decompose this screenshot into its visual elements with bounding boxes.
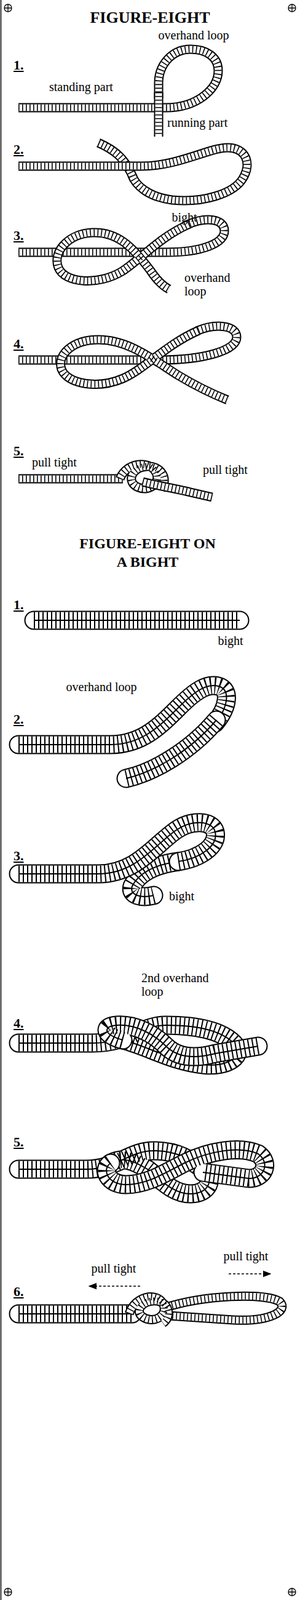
rope-drawing	[155, 92, 163, 137]
part-label: bight	[171, 210, 197, 224]
rope-drawing	[106, 1148, 265, 1184]
rope-drawing	[18, 147, 248, 201]
rope-drawing	[60, 330, 228, 400]
section-heading: FIGURE-EIGHT ON A BIGHT	[75, 533, 221, 571]
part-label: running part	[167, 115, 228, 130]
pull-arrows	[89, 1272, 271, 1285]
rope-figure-eight	[18, 49, 248, 497]
frame-line	[0, 0, 2, 1599]
rope-drawing	[98, 142, 135, 180]
loop-label: 2nd overhand loop	[141, 970, 216, 998]
rope-drawing	[288, 4, 296, 12]
rope-drawing	[18, 1303, 133, 1323]
rope-drawing	[288, 1586, 296, 1595]
part-label: bight	[217, 633, 243, 647]
rope-figure-eight-on-bight	[18, 619, 283, 1322]
corner-marks	[4, 4, 296, 1595]
rope-drawing	[154, 92, 164, 137]
rope-drawing	[164, 1294, 283, 1319]
rope-drawing	[60, 330, 228, 400]
rope-drawing	[142, 481, 213, 497]
rope-drawing	[33, 619, 240, 621]
rope-drawing	[106, 1148, 265, 1184]
rope-drawing	[129, 1295, 169, 1322]
rope-drawing	[18, 49, 219, 108]
rope-drawing	[18, 475, 123, 482]
part-label: bight	[169, 888, 195, 902]
rope-drawing	[228, 1271, 271, 1274]
rope-drawing	[98, 142, 135, 180]
rope-drawing	[18, 1311, 133, 1314]
step-number: 2.	[13, 711, 24, 726]
rope-drawing	[18, 147, 248, 201]
pull-label: pull tight	[31, 454, 77, 469]
rope-drawing	[18, 821, 216, 873]
rope-drawing	[126, 719, 217, 778]
rope-drawing	[288, 4, 296, 12]
pull-label: pull tight	[91, 1260, 137, 1274]
rope-drawing	[18, 49, 219, 108]
rope-drawing	[18, 821, 216, 873]
rope-drawing	[98, 142, 135, 180]
rope-drawing	[164, 1294, 283, 1319]
part-label: standing part	[49, 79, 114, 94]
rope-drawing	[33, 610, 240, 630]
step-number: 5.	[13, 443, 24, 458]
rope-drawing	[106, 1024, 259, 1056]
step-number: 4.	[13, 1015, 24, 1030]
rope-drawing	[18, 821, 216, 873]
rope-drawing	[4, 4, 12, 12]
rope-drawing	[155, 92, 163, 137]
rope-drawing	[89, 1284, 141, 1286]
rope-drawing	[164, 1294, 283, 1319]
rope-drawing	[57, 223, 190, 289]
rope-drawing	[18, 1304, 133, 1322]
loop-label: overhand loop	[184, 270, 246, 298]
rope-drawing	[106, 1148, 265, 1184]
title: FIGURE-EIGHT	[0, 8, 300, 28]
rope-drawing	[18, 821, 216, 873]
rope-drawing	[18, 147, 248, 201]
rope-drawing	[57, 223, 190, 289]
step-number: 5.	[13, 1134, 24, 1148]
rope-drawing	[4, 4, 12, 12]
step-number: 3.	[13, 848, 24, 862]
rope-drawing	[33, 611, 240, 629]
rope-drawing	[142, 481, 213, 497]
rope-drawing	[4, 1586, 12, 1595]
rope-drawing	[106, 1024, 259, 1056]
pull-label: pull tight	[223, 1247, 269, 1262]
rope-drawing	[60, 330, 228, 400]
step-number: 2.	[13, 142, 24, 157]
rope-drawing	[18, 1304, 133, 1322]
rope-drawing	[33, 611, 240, 629]
rope-drawing	[126, 719, 217, 778]
step-number: 4.	[13, 336, 24, 351]
rope-drawing	[126, 719, 217, 778]
step-number: 1.	[13, 597, 24, 612]
loop-label: overhand loop	[158, 28, 230, 42]
pull-label: pull tight	[202, 462, 248, 476]
rope-drawing	[18, 49, 219, 108]
rope-drawing	[4, 1586, 12, 1595]
step-number: 6.	[13, 1283, 24, 1298]
rope-drawing	[129, 1295, 169, 1322]
rope-drawing	[129, 1295, 169, 1322]
rope-drawing	[18, 475, 123, 482]
rope-drawing	[126, 719, 217, 778]
rope-drawing	[142, 481, 213, 497]
rope-drawing	[106, 1024, 259, 1056]
rope-drawing	[57, 223, 190, 289]
rope-drawing	[288, 1586, 296, 1595]
step-number: 1.	[13, 58, 24, 72]
loop-label: overhand loop	[66, 679, 138, 693]
rope-drawing	[106, 1148, 265, 1184]
rope-drawing	[18, 473, 123, 484]
step-number: 3.	[13, 228, 24, 243]
rope-drawing	[106, 1024, 259, 1056]
